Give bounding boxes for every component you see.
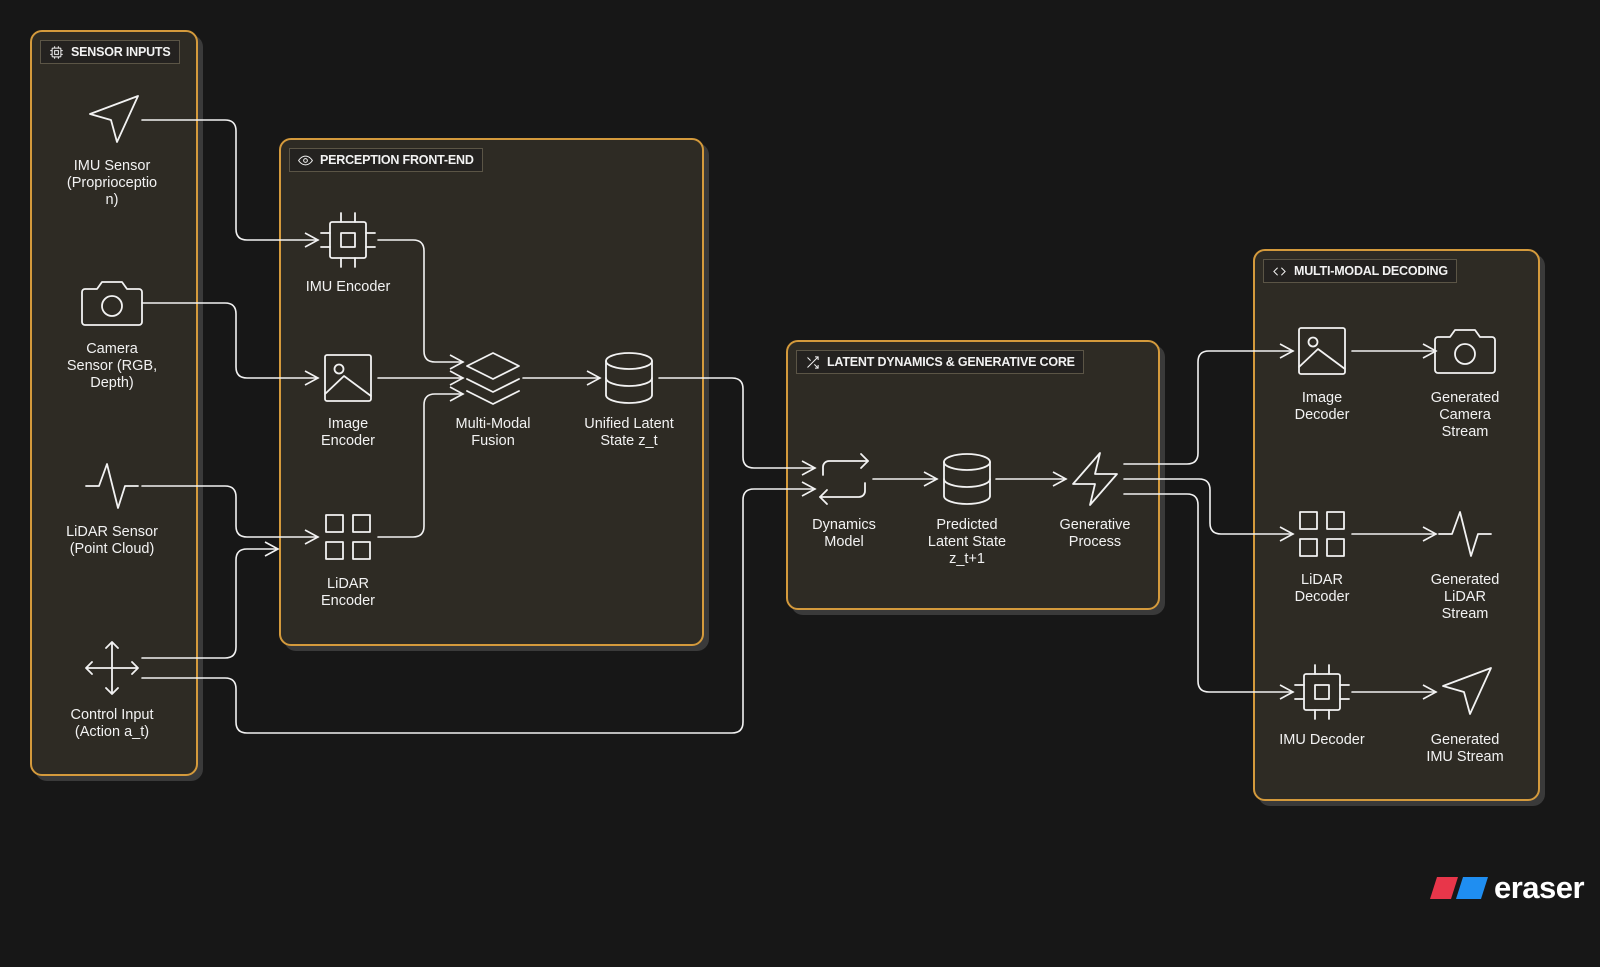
grid-icon [325, 514, 371, 560]
cpu-icon [320, 212, 376, 268]
activity-icon [85, 463, 139, 509]
database-icon [605, 352, 653, 404]
edge-generative-to-imu-decoder [1123, 493, 1295, 700]
grid-icon [1299, 511, 1345, 557]
label-unified-latent-state: Unified Latent State z_t [584, 416, 674, 449]
image-icon [324, 354, 372, 402]
label-image-decoder: Image Decoder [1294, 390, 1350, 423]
edge-generative-to-lidar-decoder [1123, 478, 1295, 542]
cpu-icon [50, 45, 63, 59]
edge-lidar-encoder-to-fusion [377, 386, 465, 538]
repeat-icon [819, 453, 869, 505]
edge-imu-sensor-to-imu-encoder [141, 119, 320, 248]
group-title: LATENT DYNAMICS & GENERATIVE CORE [827, 355, 1075, 369]
edge-lidar-sensor-to-lidar-encoder [141, 485, 320, 545]
group-title: SENSOR INPUTS [71, 45, 171, 59]
label-generated-lidar-stream: Generated LiDAR Stream [1430, 572, 1500, 622]
camera-icon [81, 281, 143, 326]
label-generated-imu-stream: Generated IMU Stream [1426, 732, 1504, 765]
eraser-logo-text: eraser [1494, 870, 1585, 905]
group-label-latent: LATENT DYNAMICS & GENERATIVE CORE [796, 350, 1084, 374]
code-icon [1273, 266, 1286, 276]
cpu-icon [1294, 664, 1350, 720]
label-image-encoder: Image Encoder [320, 416, 375, 449]
eraser-logo-icon [1430, 877, 1488, 899]
group-title: PERCEPTION FRONT-END [320, 153, 474, 167]
label-imu-sensor: IMU Sensor (Proprioceptio n) [66, 158, 158, 208]
group-sensor-inputs: SENSOR INPUTS [30, 30, 198, 776]
label-dynamics-model: Dynamics Model [812, 517, 876, 550]
label-lidar-decoder: LiDAR Decoder [1294, 572, 1350, 605]
move-icon [85, 641, 139, 695]
label-multi-modal-fusion: Multi-Modal Fusion [455, 416, 531, 449]
label-control-input: Control Input (Action a_t) [70, 707, 154, 740]
eye-icon [298, 155, 313, 165]
edge-imu-encoder-to-fusion [377, 239, 465, 370]
group-label-decoding: MULTI-MODAL DECODING [1263, 259, 1457, 283]
group-title: MULTI-MODAL DECODING [1294, 264, 1448, 278]
eraser-logo: eraser [1430, 870, 1585, 906]
group-latent-dynamics: LATENT DYNAMICS & GENERATIVE CORE [786, 340, 1160, 610]
label-imu-decoder: IMU Decoder [1279, 732, 1365, 748]
database-icon [943, 453, 991, 505]
edge-control-to-dynamics [141, 481, 817, 734]
zap-icon [1072, 452, 1118, 506]
image-icon [1298, 327, 1346, 375]
group-label-sensor-inputs: SENSOR INPUTS [40, 40, 180, 64]
activity-icon [1438, 511, 1492, 557]
edge-generative-to-image-decoder [1123, 343, 1295, 465]
edge-control-to-lidar-encoder [141, 541, 280, 659]
label-predicted-latent-state: Predicted Latent State z_t+1 [927, 517, 1007, 567]
label-imu-encoder: IMU Encoder [305, 279, 391, 295]
label-lidar-encoder: LiDAR Encoder [320, 576, 375, 609]
label-camera-sensor: Camera Sensor (RGB, Depth) [66, 341, 158, 391]
shuffle-icon [807, 355, 819, 369]
label-generative-process: Generative Process [1059, 517, 1131, 550]
edge-camera-sensor-to-image-encoder [141, 302, 320, 386]
edge-unified-state-to-dynamics [658, 377, 817, 476]
navigation-icon [1442, 667, 1492, 715]
layers-icon [466, 352, 520, 405]
camera-icon [1434, 329, 1496, 374]
group-label-perception: PERCEPTION FRONT-END [289, 148, 483, 172]
label-generated-camera-stream: Generated Camera Stream [1430, 390, 1500, 440]
label-lidar-sensor: LiDAR Sensor (Point Cloud) [66, 524, 158, 557]
navigation-icon [89, 95, 139, 143]
